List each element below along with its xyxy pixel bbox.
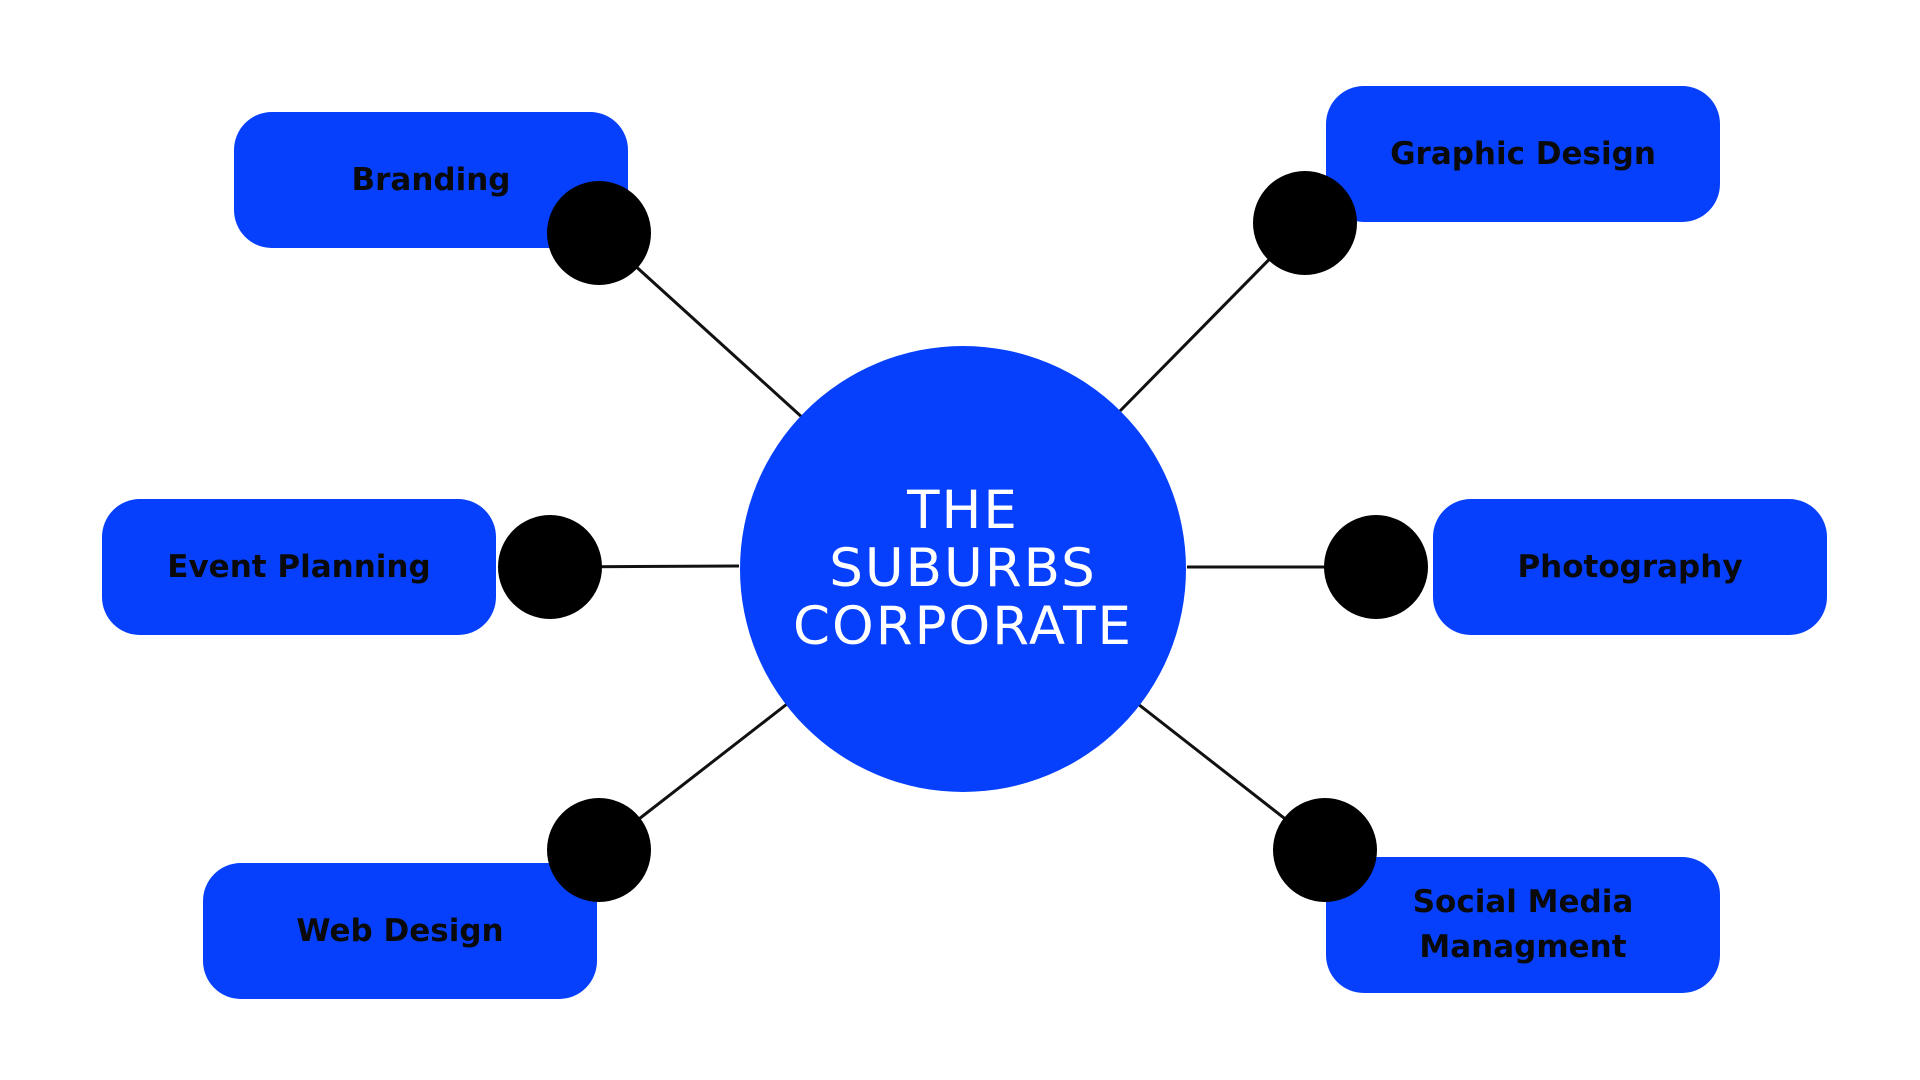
social-media-label: Social Media Managment xyxy=(1412,884,1634,965)
center-hub[interactable]: THE SUBURBS CORPORATE xyxy=(740,346,1186,792)
event-planning-node[interactable]: Event Planning xyxy=(102,499,496,635)
graphic-design-node[interactable]: Graphic Design xyxy=(1326,86,1720,222)
photography-connector-dot xyxy=(1324,515,1428,619)
center-hub-label: THE SUBURBS CORPORATE xyxy=(793,480,1133,657)
web-design-label: Web Design xyxy=(296,912,504,949)
event-planning-label: Event Planning xyxy=(167,548,431,585)
event-planning-connector-dot xyxy=(498,515,602,619)
photography-label: Photography xyxy=(1517,548,1743,585)
branding-label: Branding xyxy=(351,161,511,198)
web-design-connector-dot xyxy=(547,798,651,902)
graphic-design-label: Graphic Design xyxy=(1390,135,1656,172)
graphic-design-connector-dot xyxy=(1253,171,1357,275)
social-media-connector-dot xyxy=(1273,798,1377,902)
photography-node[interactable]: Photography xyxy=(1433,499,1827,635)
branding-connector-dot xyxy=(547,181,651,285)
social-media-node[interactable]: Social Media Managment xyxy=(1326,857,1720,993)
web-design-node[interactable]: Web Design xyxy=(203,863,597,999)
